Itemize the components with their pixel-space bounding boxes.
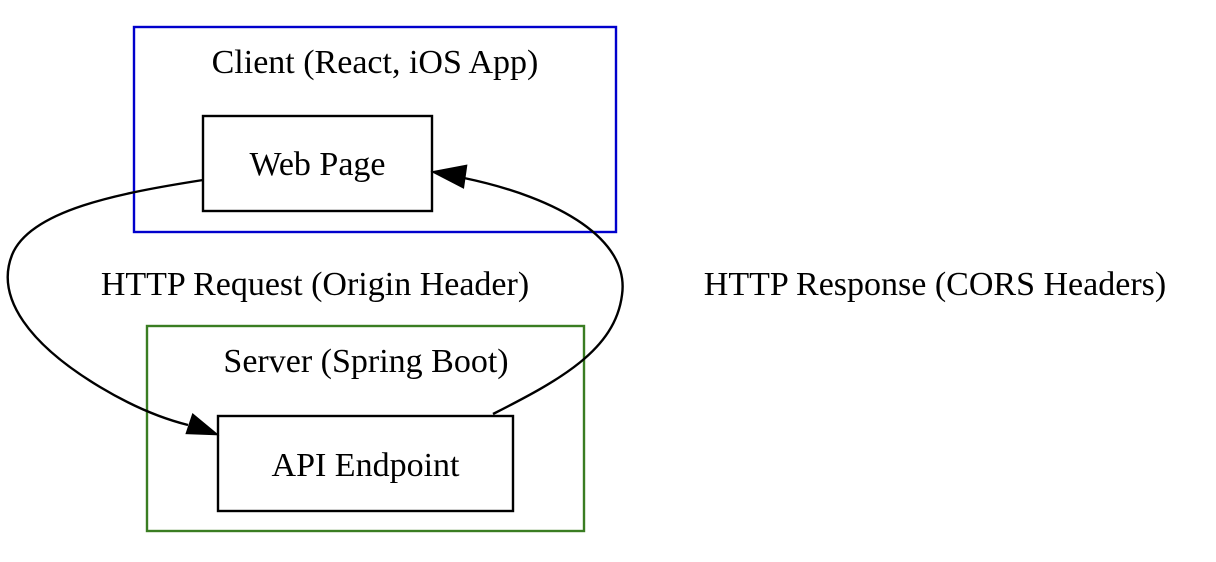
request-edge: HTTP Request (Origin Header)	[6, 178, 529, 436]
web-page-node-box[interactable]	[201, 114, 434, 213]
web-page-node[interactable]: Web Page	[201, 114, 434, 213]
request-edge-line	[6, 178, 204, 427]
server-cluster-border	[145, 324, 586, 533]
request-edge-label: HTTP Request (Origin Header)	[101, 266, 529, 303]
server-cluster: Server (Spring Boot)	[145, 324, 586, 533]
web-page-node-label: Web Page	[249, 146, 385, 183]
response-edge-line	[463, 176, 624, 416]
client-cluster-label: Client (React, iOS App)	[212, 44, 539, 81]
request-edge-arrowhead	[185, 412, 220, 436]
api-endpoint-node-label: API Endpoint	[272, 447, 461, 484]
response-edge-label: HTTP Response (CORS Headers)	[704, 266, 1166, 303]
client-cluster-border	[132, 25, 618, 234]
api-endpoint-node-box[interactable]	[216, 414, 515, 513]
server-cluster-label: Server (Spring Boot)	[223, 343, 508, 380]
api-endpoint-node[interactable]: API Endpoint	[216, 414, 515, 513]
response-edge-arrowhead	[430, 164, 468, 189]
client-cluster: Client (React, iOS App)	[132, 25, 618, 234]
response-edge: HTTP Response (CORS Headers)	[430, 164, 1166, 416]
